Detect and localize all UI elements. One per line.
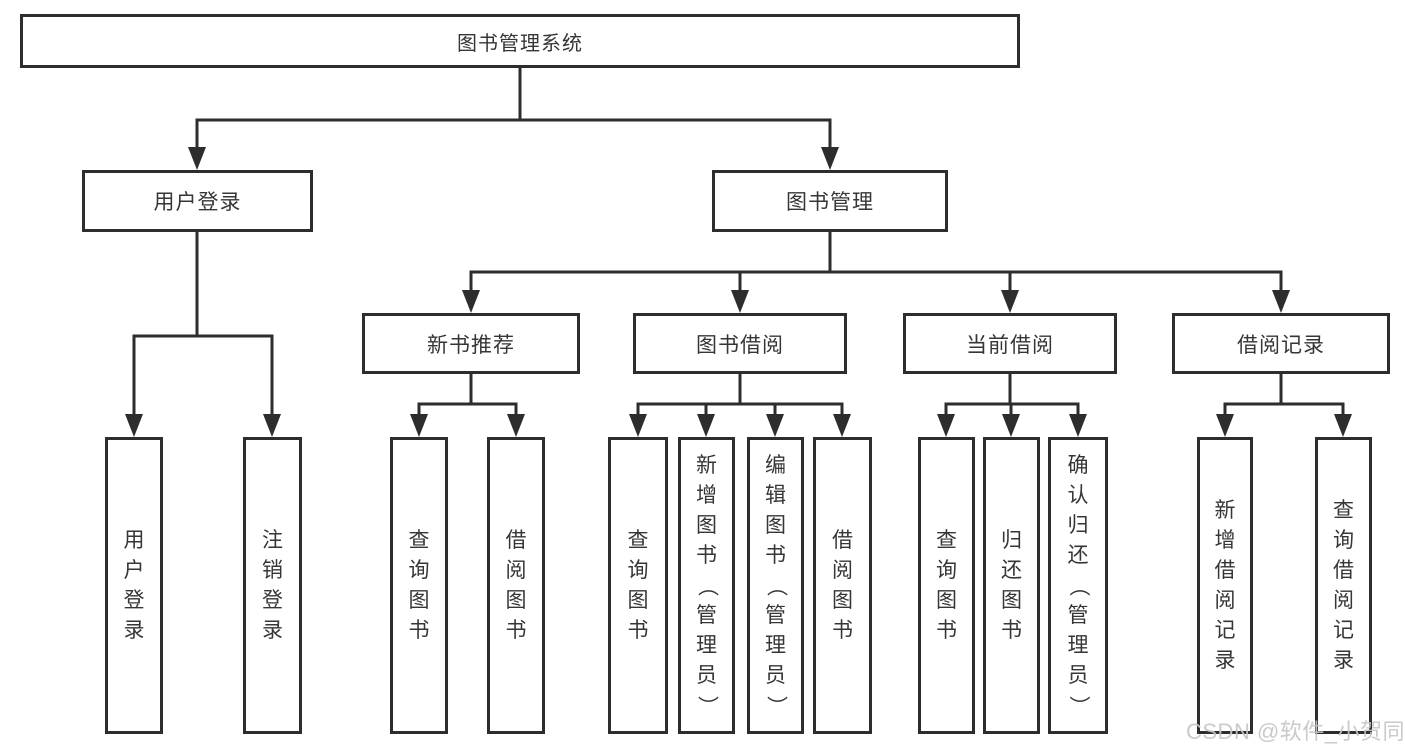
vertical-label-char: 查 bbox=[1333, 498, 1354, 522]
vertical-label-char: 询 bbox=[936, 558, 957, 582]
vertical-label-char: 用 bbox=[123, 528, 145, 552]
node-user-login: 用户登录 bbox=[82, 170, 313, 232]
vertical-label-char: 借 bbox=[832, 528, 853, 552]
vertical-label-char: 销 bbox=[262, 558, 283, 582]
node-book-borrowing: 图书借阅 bbox=[633, 313, 847, 374]
node-label: 图书借阅 bbox=[696, 333, 784, 357]
vertical-label-char: 确 bbox=[1067, 453, 1089, 477]
node-add-book-admin: 新增图书 （ 管理员 ） bbox=[678, 437, 735, 734]
vertical-label-char: 员 bbox=[765, 663, 786, 687]
vertical-label-char: 阅 bbox=[1214, 588, 1236, 612]
node-book-management: 图书管理 bbox=[712, 170, 948, 232]
vertical-label-char: 管 bbox=[1067, 603, 1089, 627]
vertical-label-char: 录 bbox=[1214, 648, 1236, 672]
vertical-label-char: 认 bbox=[1067, 483, 1089, 507]
vertical-label-char: 书 bbox=[832, 618, 853, 642]
node-current-borrowing: 当前借阅 bbox=[903, 313, 1117, 374]
vertical-label-char: 新 bbox=[696, 453, 717, 477]
node-user-login-leaf: 用户登录 bbox=[105, 437, 163, 734]
vertical-label-char: 图 bbox=[505, 588, 527, 612]
vertical-label-char: 书 bbox=[765, 543, 786, 567]
vertical-label-char: 询 bbox=[627, 558, 649, 582]
vertical-label-char: 询 bbox=[1333, 528, 1354, 552]
vertical-label-char: 理 bbox=[765, 633, 786, 657]
vertical-label-char: 图 bbox=[765, 513, 786, 537]
vertical-label-char: 图 bbox=[696, 513, 717, 537]
node-query-borrow-record: 查询借阅记录 bbox=[1315, 437, 1372, 734]
vertical-label-char: 记 bbox=[1333, 618, 1354, 642]
vertical-label-char: 书 bbox=[1001, 618, 1022, 642]
vertical-label-char: 借 bbox=[1214, 558, 1236, 582]
node-new-book-recommend: 新书推荐 bbox=[362, 313, 580, 374]
node-confirm-return-admin: 确认归还 （ 管理员 ） bbox=[1048, 437, 1108, 734]
vertical-label-char: 阅 bbox=[505, 558, 527, 582]
vertical-label-char: 阅 bbox=[832, 558, 853, 582]
node-label: 图书管理 bbox=[786, 191, 874, 214]
node-borrow-books-borrowing: 借阅图书 bbox=[813, 437, 872, 734]
csdn-watermark: CSDN @软件_小贺同学 bbox=[1186, 719, 1405, 744]
vertical-label-char: 图 bbox=[627, 588, 649, 612]
vertical-label-char: （ bbox=[695, 575, 719, 596]
vertical-label-char: 登 bbox=[123, 588, 145, 612]
vertical-label-char: 图 bbox=[936, 588, 957, 612]
vertical-label-char: （ bbox=[764, 575, 788, 596]
vertical-label-char: 录 bbox=[123, 618, 145, 642]
node-label: 新书推荐 bbox=[427, 333, 515, 357]
vertical-label-char: 借 bbox=[1333, 558, 1354, 582]
node-edit-book-admin: 编辑图书 （ 管理员 ） bbox=[747, 437, 804, 734]
vertical-label-char: 阅 bbox=[1333, 588, 1354, 612]
vertical-label-char: 辑 bbox=[765, 483, 786, 507]
vertical-label-char: 员 bbox=[1067, 663, 1089, 687]
vertical-label-char: 询 bbox=[408, 558, 430, 582]
vertical-label-char: 书 bbox=[696, 543, 717, 567]
node-return-books: 归还图书 bbox=[983, 437, 1040, 734]
vertical-label-char: ） bbox=[695, 695, 719, 716]
vertical-label-char: 编 bbox=[765, 453, 786, 477]
node-label: 当前借阅 bbox=[966, 333, 1054, 357]
vertical-label-char: 归 bbox=[1067, 513, 1089, 537]
vertical-label-char: 理 bbox=[696, 633, 717, 657]
vertical-label-char: 管 bbox=[696, 603, 717, 627]
vertical-label-char: 书 bbox=[505, 618, 527, 642]
vertical-label-char: 录 bbox=[262, 618, 283, 642]
vertical-label-char: ） bbox=[764, 695, 788, 716]
vertical-label-char: 查 bbox=[936, 528, 957, 552]
node-query-books-current: 查询图书 bbox=[918, 437, 975, 734]
node-library-management-system: 图书管理系统 bbox=[20, 14, 1020, 68]
vertical-label-char: 新 bbox=[1214, 498, 1236, 522]
vertical-label-char: 员 bbox=[696, 663, 717, 687]
vertical-label-char: 理 bbox=[1067, 633, 1089, 657]
vertical-label-char: 查 bbox=[408, 528, 430, 552]
vertical-label-char: 图 bbox=[408, 588, 430, 612]
vertical-label-char: 还 bbox=[1001, 558, 1022, 582]
vertical-label-char: 借 bbox=[505, 528, 527, 552]
node-label: 图书管理系统 bbox=[457, 32, 583, 55]
vertical-label-char: 管 bbox=[765, 603, 786, 627]
vertical-label-char: 归 bbox=[1001, 528, 1022, 552]
vertical-label-char: 记 bbox=[1214, 618, 1236, 642]
vertical-label-char: 户 bbox=[123, 558, 145, 582]
vertical-label-char: 图 bbox=[832, 588, 853, 612]
vertical-label-char: 书 bbox=[936, 618, 957, 642]
vertical-label-char: 还 bbox=[1067, 543, 1089, 567]
vertical-label-char: （ bbox=[1067, 575, 1090, 596]
node-label: 用户登录 bbox=[153, 191, 242, 214]
node-label: 借阅记录 bbox=[1237, 333, 1325, 357]
vertical-label-char: ） bbox=[1067, 695, 1090, 716]
vertical-label-char: 录 bbox=[1333, 648, 1354, 672]
vertical-label-char: 查 bbox=[627, 528, 649, 552]
vertical-label-char: 登 bbox=[262, 588, 283, 612]
vertical-label-char: 注 bbox=[262, 528, 283, 552]
node-add-borrow-record: 新增借阅记录 bbox=[1197, 437, 1253, 734]
vertical-label-char: 增 bbox=[1214, 528, 1236, 552]
node-query-books-recommend: 查询图书 bbox=[390, 437, 448, 734]
node-logout: 注销登录 bbox=[243, 437, 302, 734]
vertical-label-char: 增 bbox=[696, 483, 717, 507]
vertical-label-char: 书 bbox=[627, 618, 649, 642]
node-query-books-borrowing: 查询图书 bbox=[608, 437, 668, 734]
vertical-label-char: 图 bbox=[1001, 588, 1022, 612]
node-borrowing-records: 借阅记录 bbox=[1172, 313, 1390, 374]
vertical-label-char: 书 bbox=[408, 618, 430, 642]
node-borrow-books-recommend: 借阅图书 bbox=[487, 437, 545, 734]
